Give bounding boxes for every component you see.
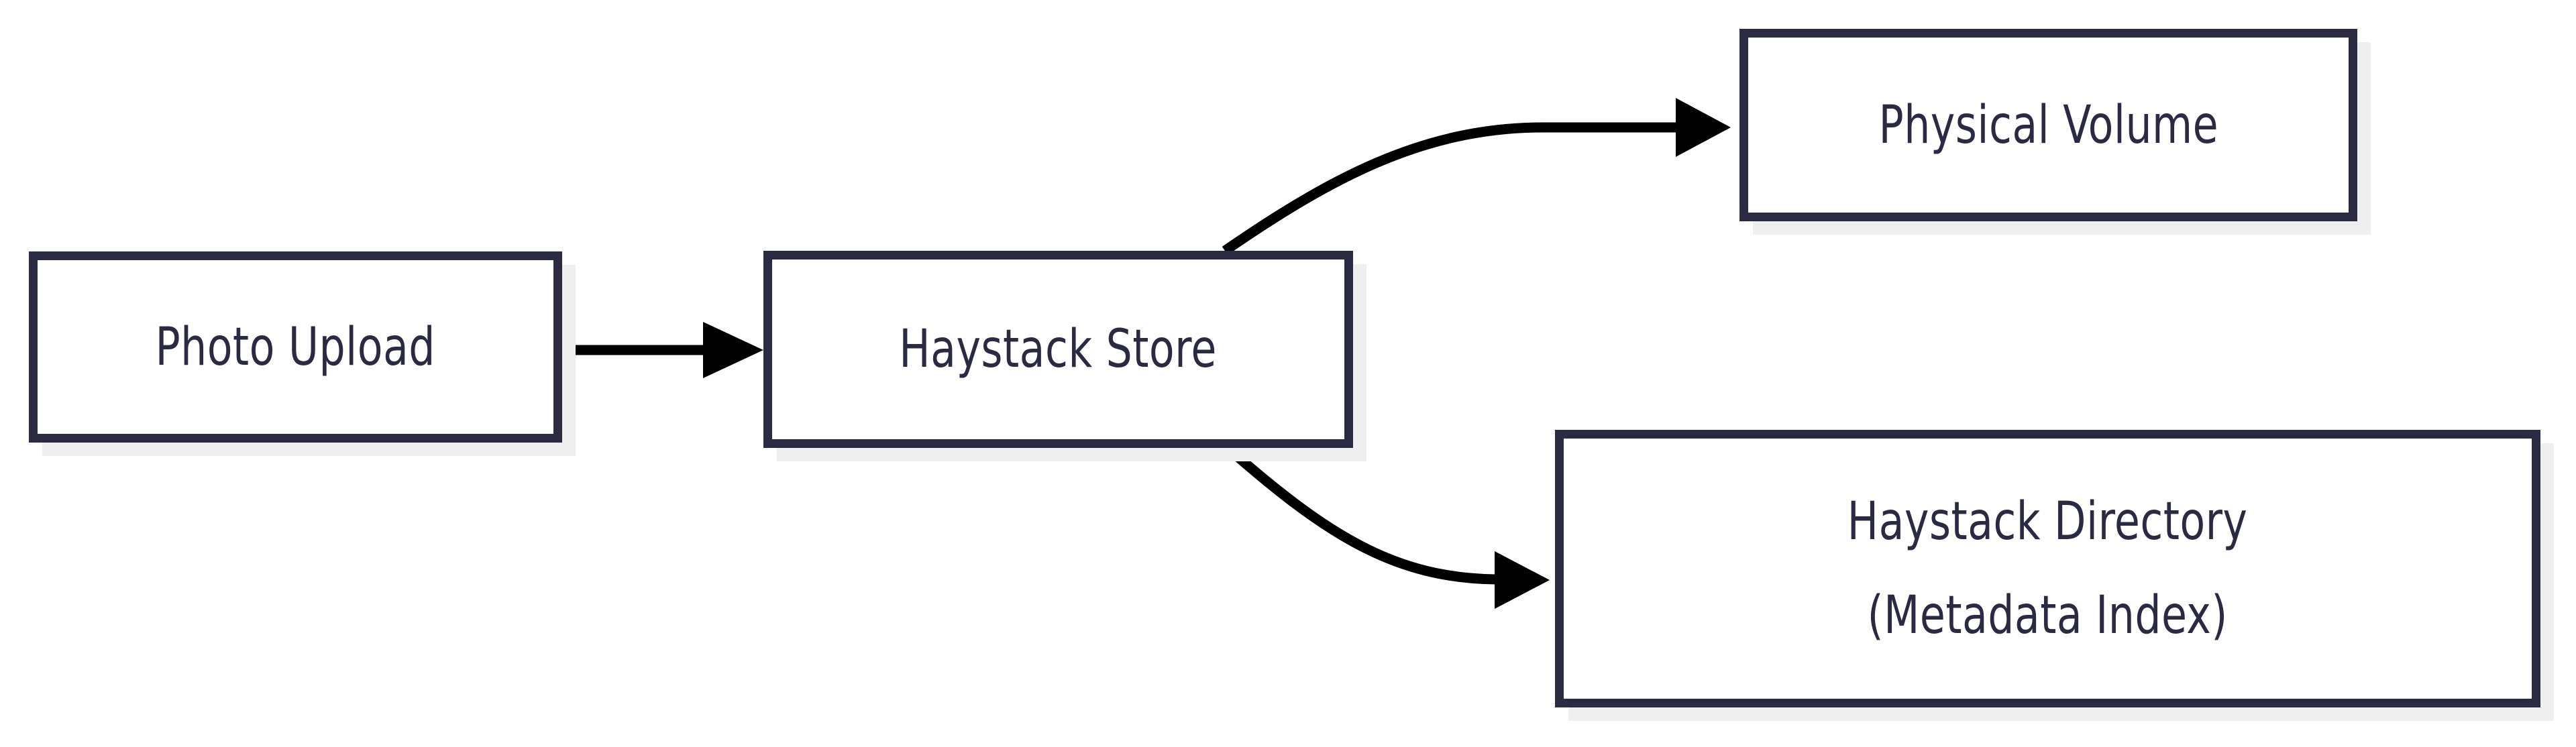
edge-store-to-volume-line xyxy=(1222,122,1680,255)
node-haystack-store-label: Haystack Store xyxy=(899,319,1218,380)
node-physical-volume-label: Physical Volume xyxy=(1878,95,2218,156)
node-haystack-store[interactable]: Haystack Store xyxy=(763,251,1353,448)
edge-store-to-volume xyxy=(1222,98,1731,255)
node-haystack-directory[interactable]: Haystack Directory (Metadata Index) xyxy=(1555,430,2540,707)
node-haystack-directory-label-line2: (Metadata Index) xyxy=(1867,585,2229,646)
node-haystack-directory-label-line1: Haystack Directory xyxy=(1847,492,2248,552)
node-photo-upload-label: Photo Upload xyxy=(155,317,436,378)
edge-store-to-directory-arrowhead xyxy=(1495,551,1550,609)
edge-upload-to-store xyxy=(562,322,763,378)
edge-store-to-directory-line xyxy=(1224,444,1497,585)
node-physical-volume[interactable]: Physical Volume xyxy=(1739,29,2357,221)
edge-upload-to-store-arrowhead xyxy=(703,322,763,378)
edge-store-to-volume-arrowhead xyxy=(1676,98,1731,157)
node-photo-upload[interactable]: Photo Upload xyxy=(29,251,562,443)
edge-store-to-directory xyxy=(1224,444,1550,609)
